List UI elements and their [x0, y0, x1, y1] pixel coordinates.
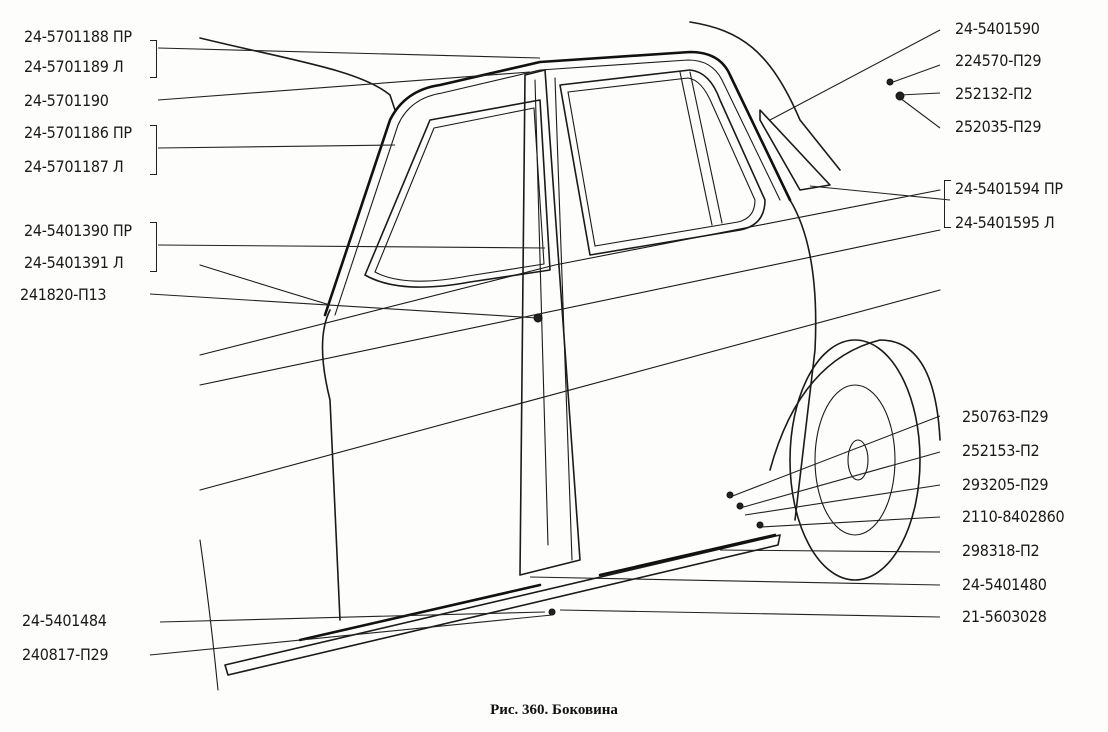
callout-label: 24-5401484: [22, 611, 107, 630]
leader-r8: [739, 451, 941, 509]
callout-label: 24-5701186 ПР: [24, 123, 132, 142]
leader-c1: [157, 47, 541, 59]
side-line-1: [199, 264, 331, 306]
callout-label: 24-5401594 ПР: [955, 179, 1063, 198]
window-divider-2: [689, 71, 723, 224]
leader-r1: [769, 29, 941, 121]
callout-label: 24-5701188 ПР: [24, 27, 132, 46]
callout-label: 252035-П29: [955, 117, 1042, 136]
roof-drip-rail: [323, 50, 792, 317]
part-fastener-4: [726, 491, 734, 499]
wheel-hub: [847, 439, 869, 481]
callout-label: 224570-П29: [955, 51, 1042, 70]
part-fastener-2: [886, 78, 894, 86]
leader-c6: [157, 244, 546, 249]
door-edge: [321, 309, 341, 621]
callout-label: 250763-П29: [962, 407, 1049, 426]
callout-label: 241820-П13: [20, 285, 107, 304]
front-door-edge: [789, 199, 817, 521]
callout-label: 298318-П2: [962, 541, 1040, 560]
lower-body-line: [199, 289, 941, 491]
callout-label: 24-5701190: [24, 91, 109, 110]
leader-r7: [729, 415, 941, 498]
leader-r10: [759, 516, 941, 528]
callout-label: 252153-П2: [962, 441, 1040, 460]
callout-label: 24-5401590: [955, 19, 1040, 38]
callout-label: 24-5401391 Л: [24, 253, 124, 272]
leader-r3: [899, 92, 941, 96]
leader-r4: [899, 97, 941, 129]
callout-label: 24-5701187 Л: [24, 157, 124, 176]
brace-c6-c7: [150, 222, 157, 272]
wheel-tire: [789, 339, 921, 581]
callout-label: 293205-П29: [962, 475, 1049, 494]
part-fastener-7: [548, 608, 556, 616]
rear-quarter-window-inner: [374, 107, 545, 282]
body-crease-line: [199, 229, 941, 386]
b-pillar: [519, 69, 581, 576]
wheel-arch: [769, 339, 941, 471]
callout-label: 24-5401390 ПР: [24, 221, 132, 240]
callout-label: 24-5401480: [962, 575, 1047, 594]
front-door-window-inner: [567, 77, 756, 247]
window-divider: [679, 71, 713, 226]
front-door-window: [559, 69, 766, 256]
callout-label: 24-5701189 Л: [24, 57, 124, 76]
b-pillar-inner-2: [554, 77, 573, 561]
sill-molding-2: [598, 533, 777, 577]
figure-caption: Рис. 360. Боковина: [490, 702, 618, 718]
door-sill: [224, 534, 781, 676]
brace-r5-r6: [944, 180, 951, 228]
leader-c9: [159, 611, 546, 623]
brace-c1-c2: [150, 40, 157, 78]
roof-outline: [199, 37, 396, 111]
b-pillar-inner: [534, 79, 549, 546]
leader-c8: [149, 293, 539, 319]
leader-c3: [157, 71, 531, 101]
part-fastener-5: [736, 502, 744, 510]
part-fastener-3: [895, 91, 905, 101]
front-fender-line: [199, 539, 219, 691]
callout-label: 21-5603028: [962, 607, 1047, 626]
leader-r13: [559, 609, 941, 618]
leader-c4: [157, 144, 396, 149]
belt-line: [199, 189, 941, 356]
brace-c4-c5: [150, 125, 157, 175]
leader-r9: [744, 484, 941, 516]
roof-drip-rail-inner: [334, 59, 781, 316]
callout-label: 240817-П29: [22, 645, 109, 664]
callout-label: 24-5401595 Л: [955, 213, 1055, 232]
sill-molding: [298, 583, 542, 642]
leader-r2: [892, 64, 941, 83]
leader-c10: [149, 614, 553, 656]
leader-r11: [719, 549, 941, 553]
leader-r5: [809, 185, 951, 201]
callout-label: 2110-8402860: [962, 507, 1065, 526]
callout-label: 252132-П2: [955, 84, 1033, 103]
roof-top-line: [689, 21, 841, 171]
leader-r12: [529, 576, 941, 586]
rear-quarter-window: [364, 99, 551, 288]
wheel-rim: [814, 384, 896, 536]
vent-grille: [759, 109, 831, 191]
